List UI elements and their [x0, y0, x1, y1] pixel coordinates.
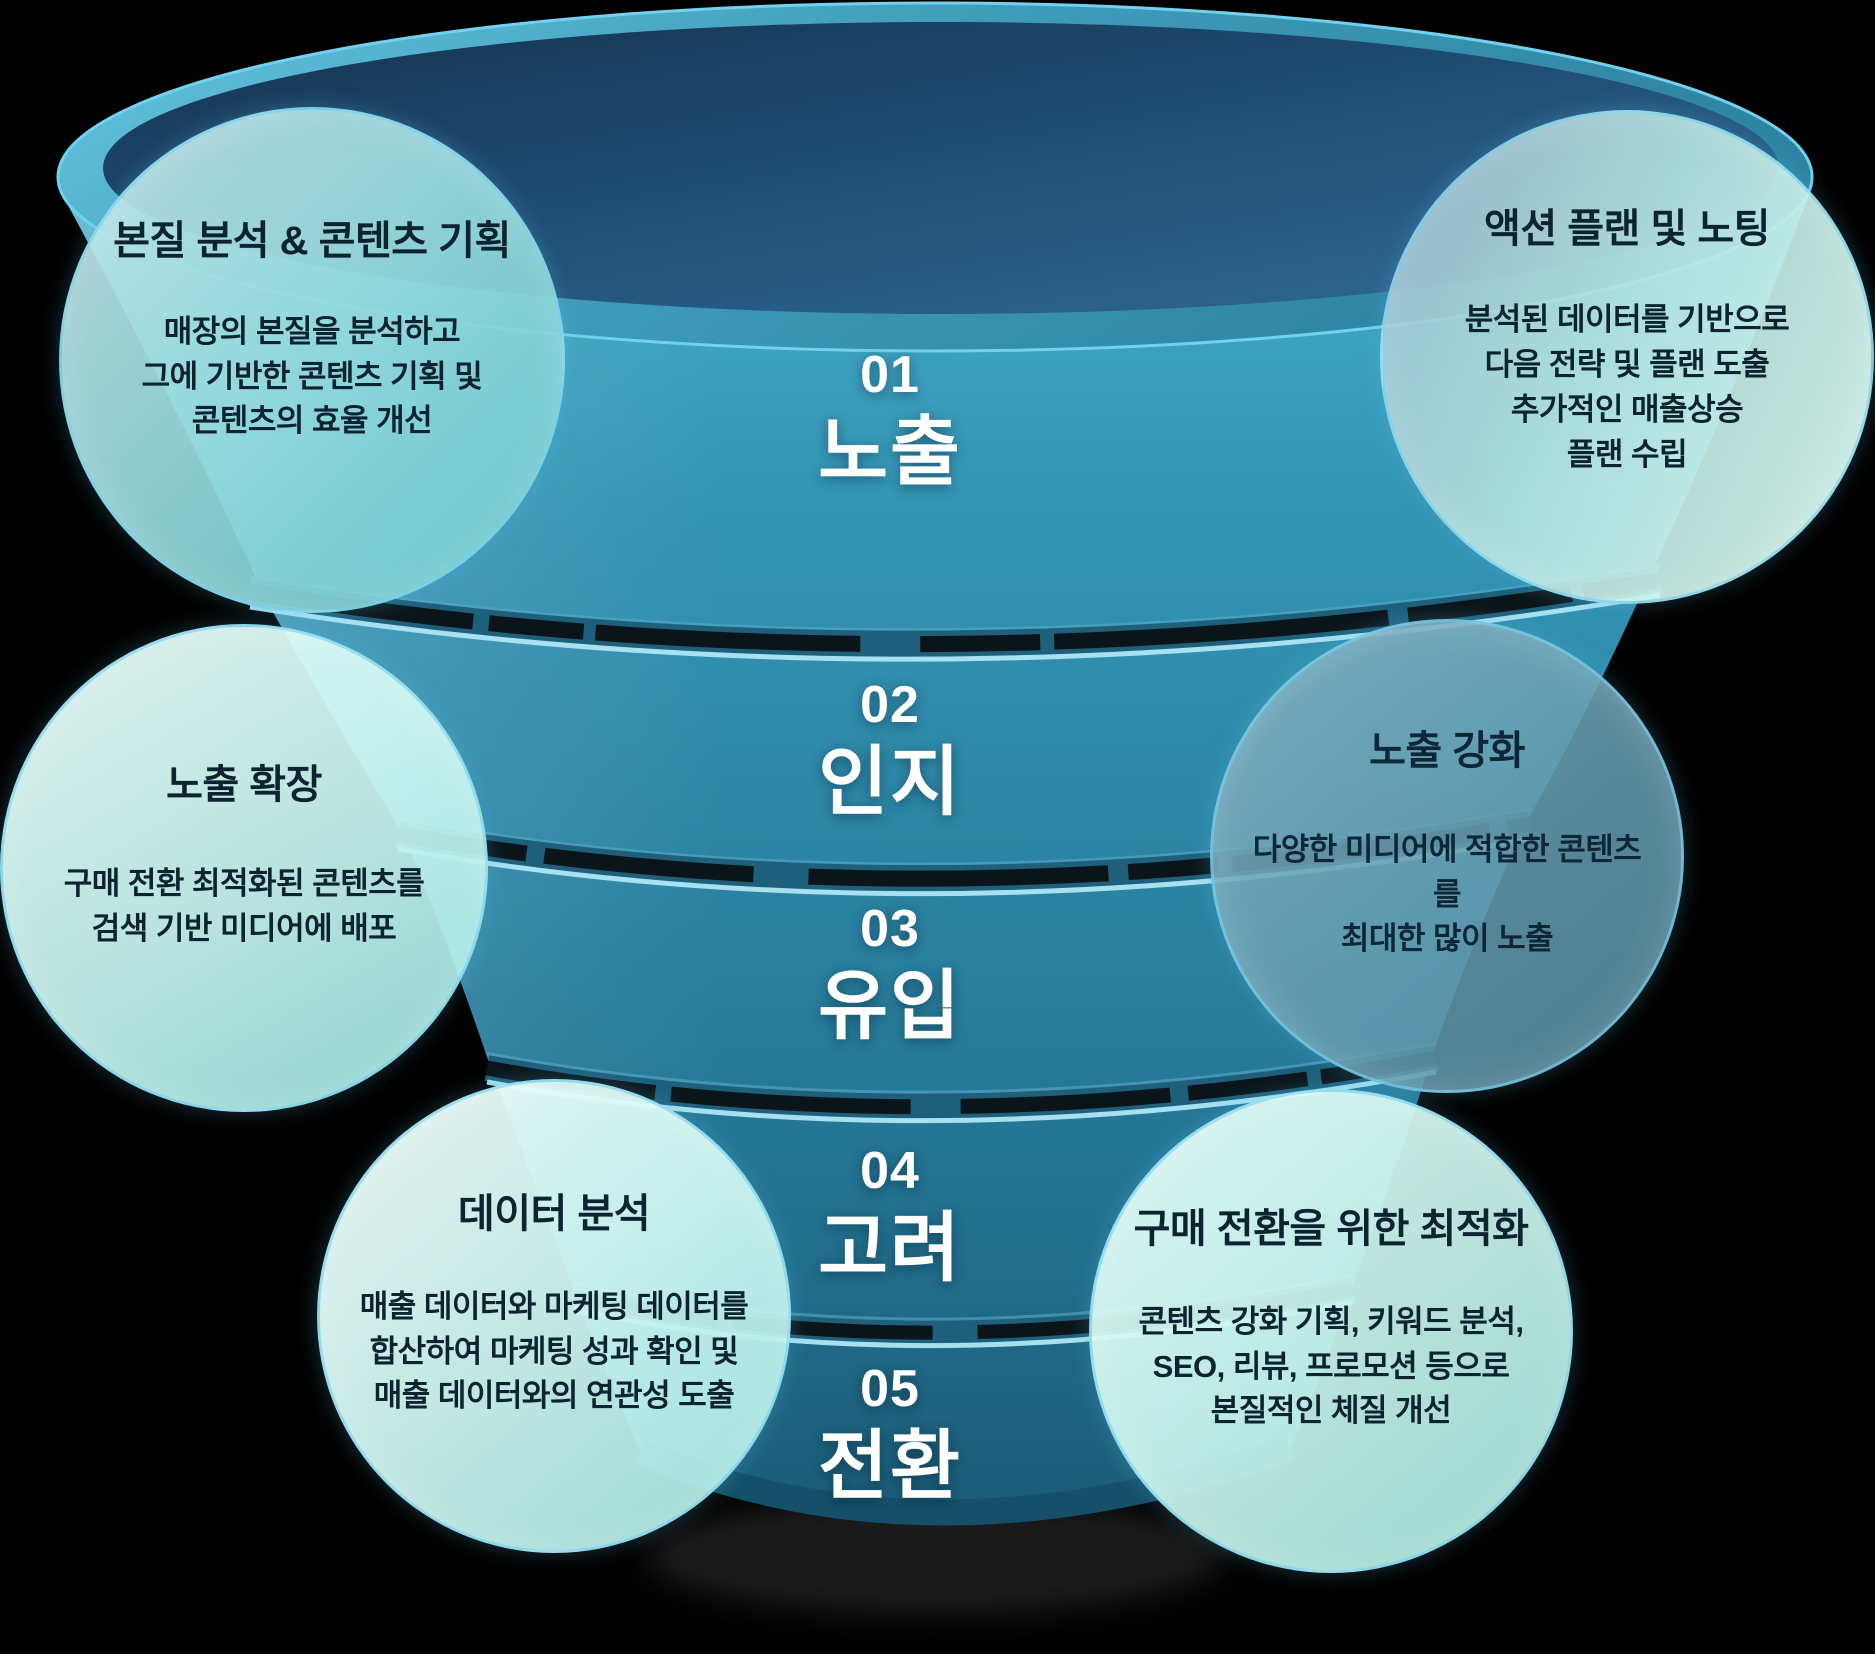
funnel-stage-3: 03 유입 — [640, 902, 1140, 1046]
bubble-content: 데이터 분석 매출 데이터와 마케팅 데이터를 합산하여 마케팅 성과 확인 및… — [326, 1181, 783, 1420]
bubble-title: 노출 강화 — [1369, 728, 1525, 773]
bubble-body: 매장의 본질을 분석하고 그에 기반한 콘텐츠 기획 및 콘텐츠의 효율 개선 — [141, 313, 483, 439]
bubble-top-left: 본질 분석 & 콘텐츠 기획 매장의 본질을 분석하고 그에 기반한 콘텐츠 기… — [59, 107, 565, 613]
bubble-title: 액션 플랜 및 노팅 — [1484, 207, 1770, 252]
bubble-title: 노출 확장 — [166, 763, 322, 808]
bubble-title: 데이터 분석 — [457, 1191, 651, 1236]
stage-label: 노출 — [818, 409, 962, 495]
stage-label: 전환 — [818, 1423, 962, 1509]
bubble-body: 매출 데이터와 마케팅 데이터를 합산하여 마케팅 성과 확인 및 매출 데이터… — [359, 1288, 749, 1414]
bubble-top-right: 액션 플랜 및 노팅 분석된 데이터를 기반으로 다음 전략 및 플랜 도출 추… — [1380, 110, 1874, 604]
bubble-body: 다양한 미디어에 적합한 콘텐츠를 최대한 많이 노출 — [1252, 831, 1642, 957]
funnel-stage-4: 04 고려 — [640, 1144, 1140, 1288]
stage-label: 유입 — [818, 963, 962, 1049]
funnel-bottom-shadow — [645, 1496, 1225, 1616]
bubble-middle-right: 노출 강화 다양한 미디어에 적합한 콘텐츠를 최대한 많이 노출 — [1210, 619, 1684, 1093]
funnel-stage-1: 01 노출 — [640, 348, 1140, 492]
bubble-bottom-right: 구매 전환을 위한 최적화 콘텐츠 강화 기획, 키워드 분석, SEO, 리뷰… — [1089, 1089, 1573, 1573]
bubble-content: 본질 분석 & 콘텐츠 기획 매장의 본질을 분석하고 그에 기반한 콘텐츠 기… — [79, 208, 545, 445]
bubble-title: 구매 전환을 위한 최적화 — [1133, 1206, 1529, 1251]
stage-number: 04 — [860, 1142, 920, 1200]
bubble-bottom-left: 데이터 분석 매출 데이터와 마케팅 데이터를 합산하여 마케팅 성과 확인 및… — [317, 1079, 791, 1553]
bubble-title: 본질 분석 & 콘텐츠 기획 — [113, 218, 511, 263]
bubble-content: 노출 강화 다양한 미디어에 적합한 콘텐츠를 최대한 많이 노출 — [1213, 718, 1681, 963]
stage-label: 인지 — [818, 739, 962, 825]
funnel-stage-2: 02 인지 — [640, 678, 1140, 822]
bubble-content: 노출 확장 구매 전환 최적화된 콘텐츠를 검색 기반 미디어에 배포 — [30, 752, 459, 952]
bubble-body: 분석된 데이터를 기반으로 다음 전략 및 플랜 도출 추가적인 매출상승 플랜… — [1464, 302, 1790, 472]
funnel-stage-5: 05 전환 — [640, 1362, 1140, 1506]
bubble-body: 구매 전환 최적화된 콘텐츠를 검색 기반 미디어에 배포 — [63, 866, 425, 946]
bubble-body: 콘텐츠 강화 기획, 키워드 분석, SEO, 리뷰, 프로모션 등으로 본질적… — [1138, 1303, 1524, 1429]
stage-number: 03 — [860, 900, 920, 958]
bubble-middle-left: 노출 확장 구매 전환 최적화된 콘텐츠를 검색 기반 미디어에 배포 — [0, 624, 488, 1112]
bubble-content: 액션 플랜 및 노팅 분석된 데이터를 기반으로 다음 전략 및 플랜 도출 추… — [1431, 196, 1823, 478]
stage-label: 고려 — [818, 1205, 962, 1291]
stage-number: 02 — [860, 676, 920, 734]
bubble-content: 구매 전환을 위한 최적화 콘텐츠 강화 기획, 키워드 분석, SEO, 리뷰… — [1100, 1196, 1563, 1435]
stage-number: 05 — [860, 1360, 920, 1418]
stage-number: 01 — [860, 346, 920, 404]
